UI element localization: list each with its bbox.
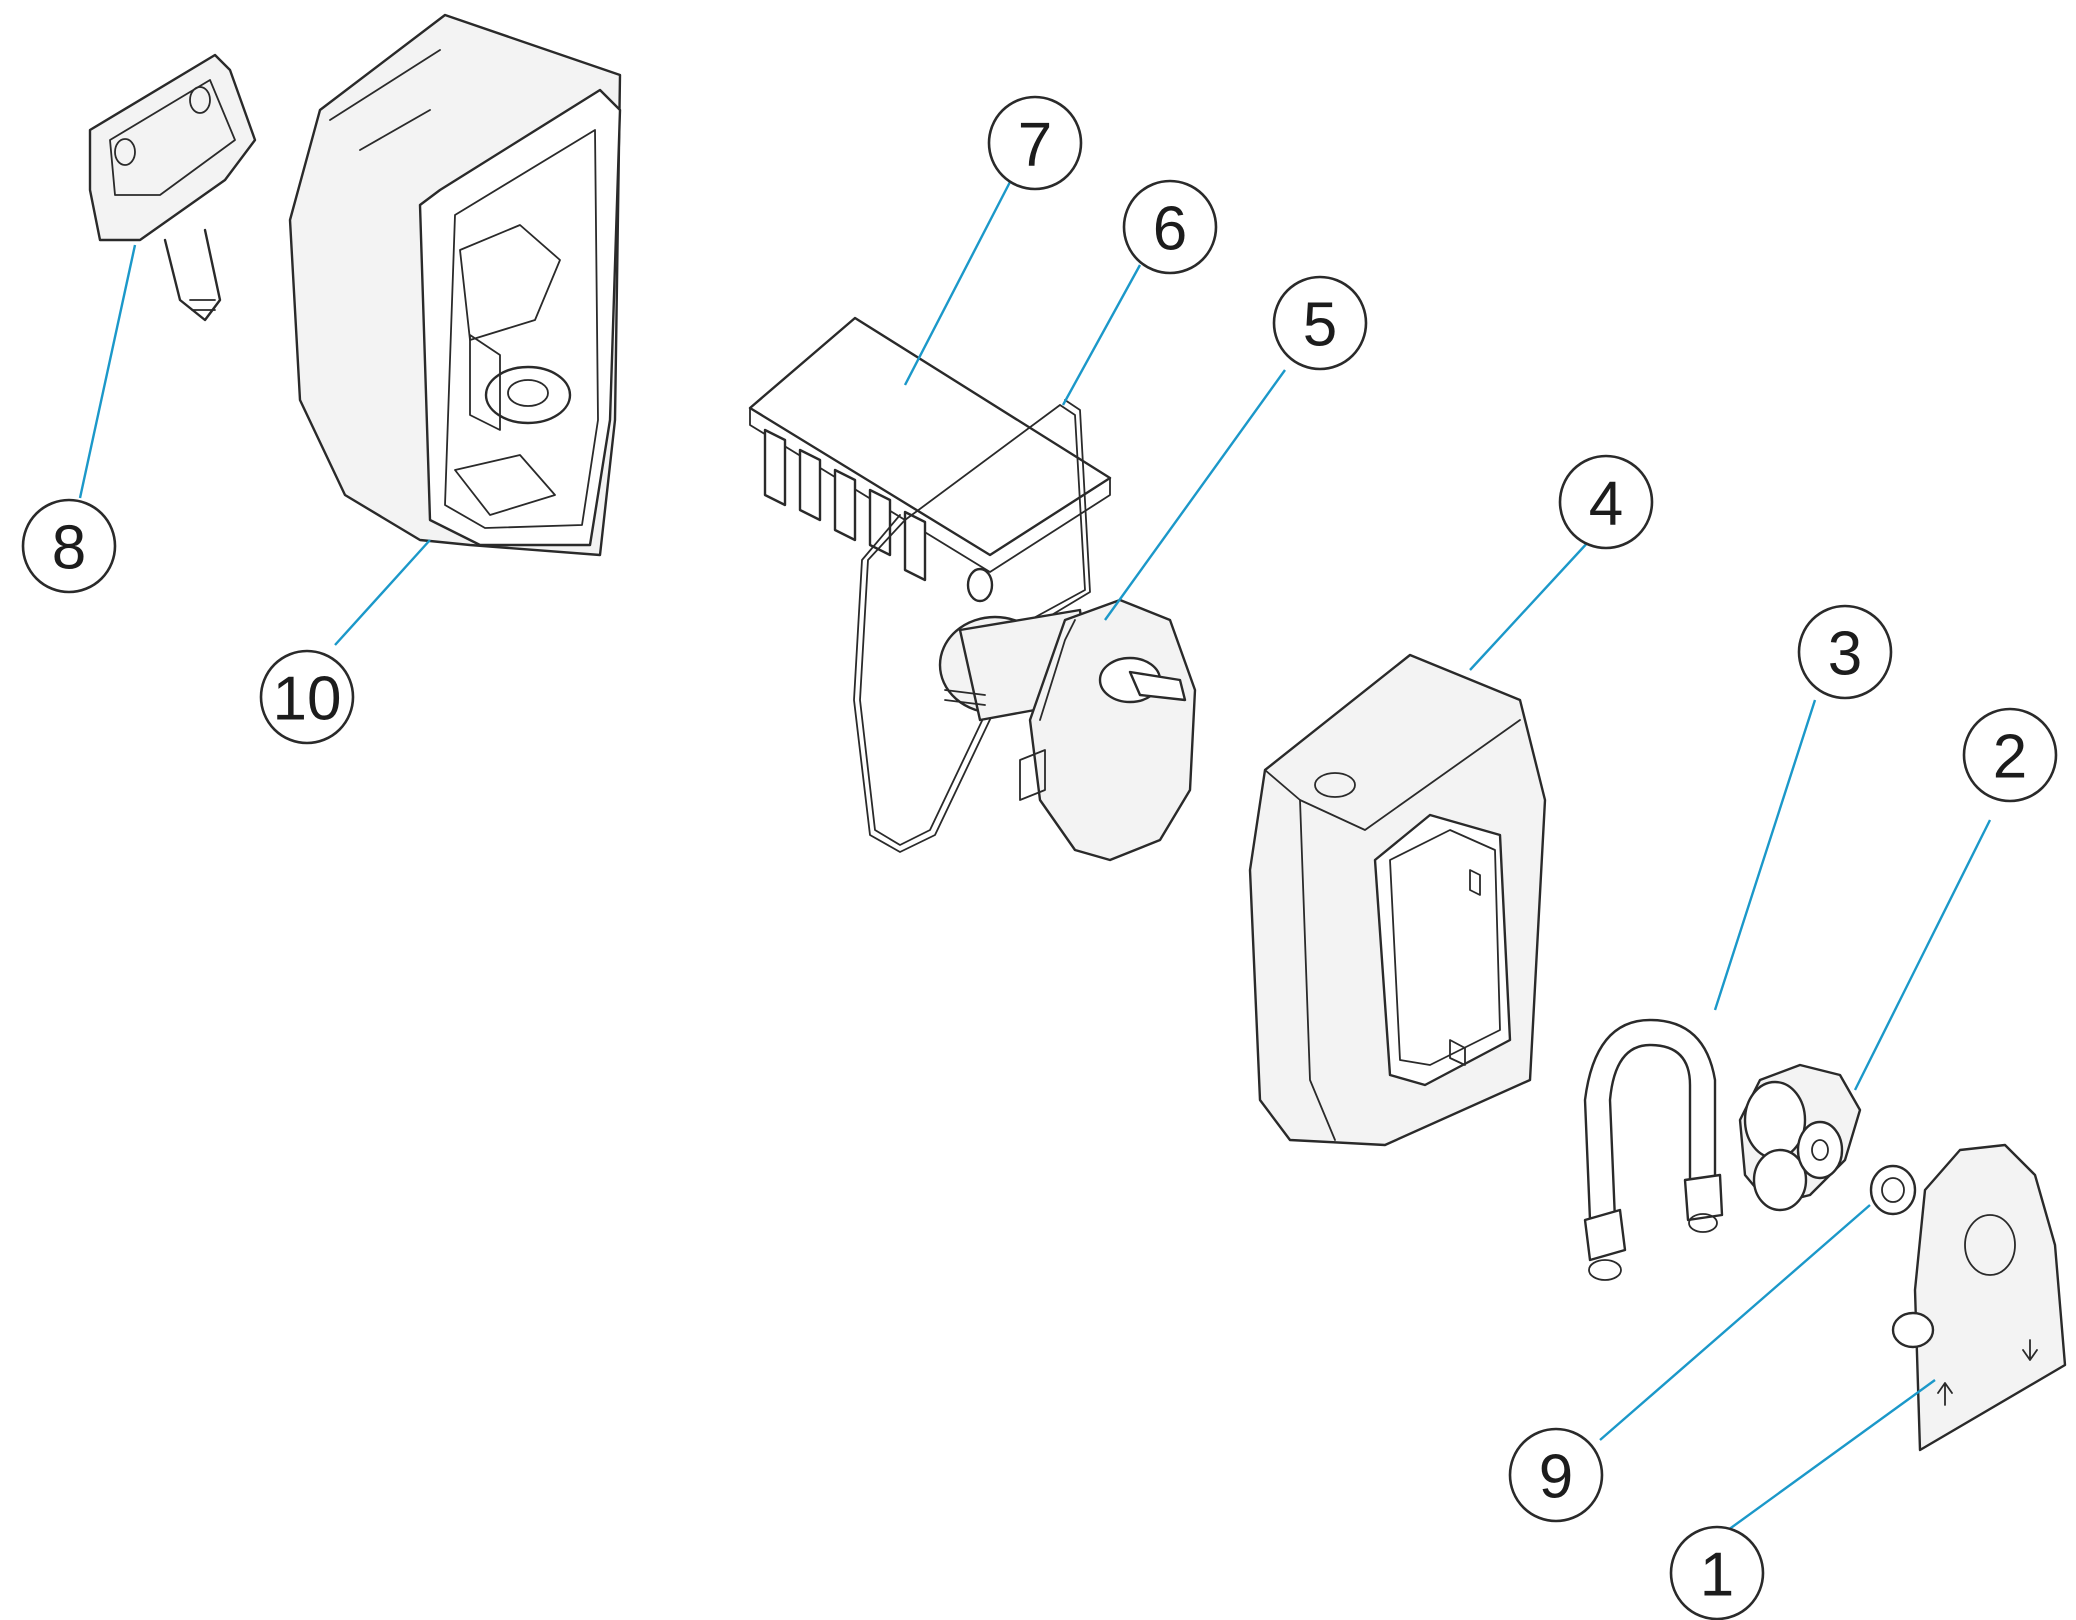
callout-number-1: 1 [1700, 1541, 1734, 1610]
callout-5: 5 [1272, 275, 1368, 371]
callout-number-5: 5 [1303, 291, 1337, 360]
callout-number-10: 10 [273, 665, 342, 734]
bearing-part [1869, 1164, 1917, 1216]
callout-number-6: 6 [1153, 195, 1187, 264]
callout-number-4: 4 [1589, 470, 1623, 539]
pump-body-part [1248, 653, 1547, 1147]
callout-number-9: 9 [1539, 1443, 1573, 1512]
pump-tube-part [1583, 1018, 1724, 1281]
gear-motor-part [938, 598, 1197, 862]
callout-4: 4 [1558, 454, 1654, 550]
callout-number-8: 8 [52, 514, 86, 583]
callout-9: 9 [1508, 1427, 1604, 1523]
rotor-part [1738, 1063, 1862, 1212]
leader-line-6 [1061, 264, 1142, 406]
leader-line-5 [1104, 369, 1286, 621]
callout-number-3: 3 [1828, 620, 1862, 689]
callout-6: 6 [1122, 179, 1218, 275]
callout-7: 7 [987, 95, 1083, 191]
wall-bracket-part [88, 53, 257, 322]
leader-line-7 [903, 181, 1012, 386]
circuit-board-part [748, 316, 1112, 603]
callout-3: 3 [1797, 604, 1893, 700]
leader-line-2 [1853, 819, 1992, 1091]
leader-line-8 [78, 244, 137, 499]
callout-2: 2 [1962, 707, 2058, 803]
callout-number-7: 7 [1018, 111, 1052, 180]
leader-line-3 [1713, 699, 1817, 1011]
callout-8: 8 [21, 498, 117, 594]
leader-line-4 [1469, 539, 1591, 671]
leader-line-9 [1599, 1204, 1871, 1441]
leader-line-10 [334, 539, 431, 646]
leader-line-1 [1716, 1379, 1936, 1539]
callout-number-2: 2 [1993, 723, 2027, 792]
wiring-harness-part [853, 399, 1091, 853]
rear-housing-part [288, 13, 622, 557]
callout-1: 1 [1669, 1525, 1765, 1620]
callout-10: 10 [259, 649, 355, 745]
front-cover-part [1891, 1143, 2067, 1452]
